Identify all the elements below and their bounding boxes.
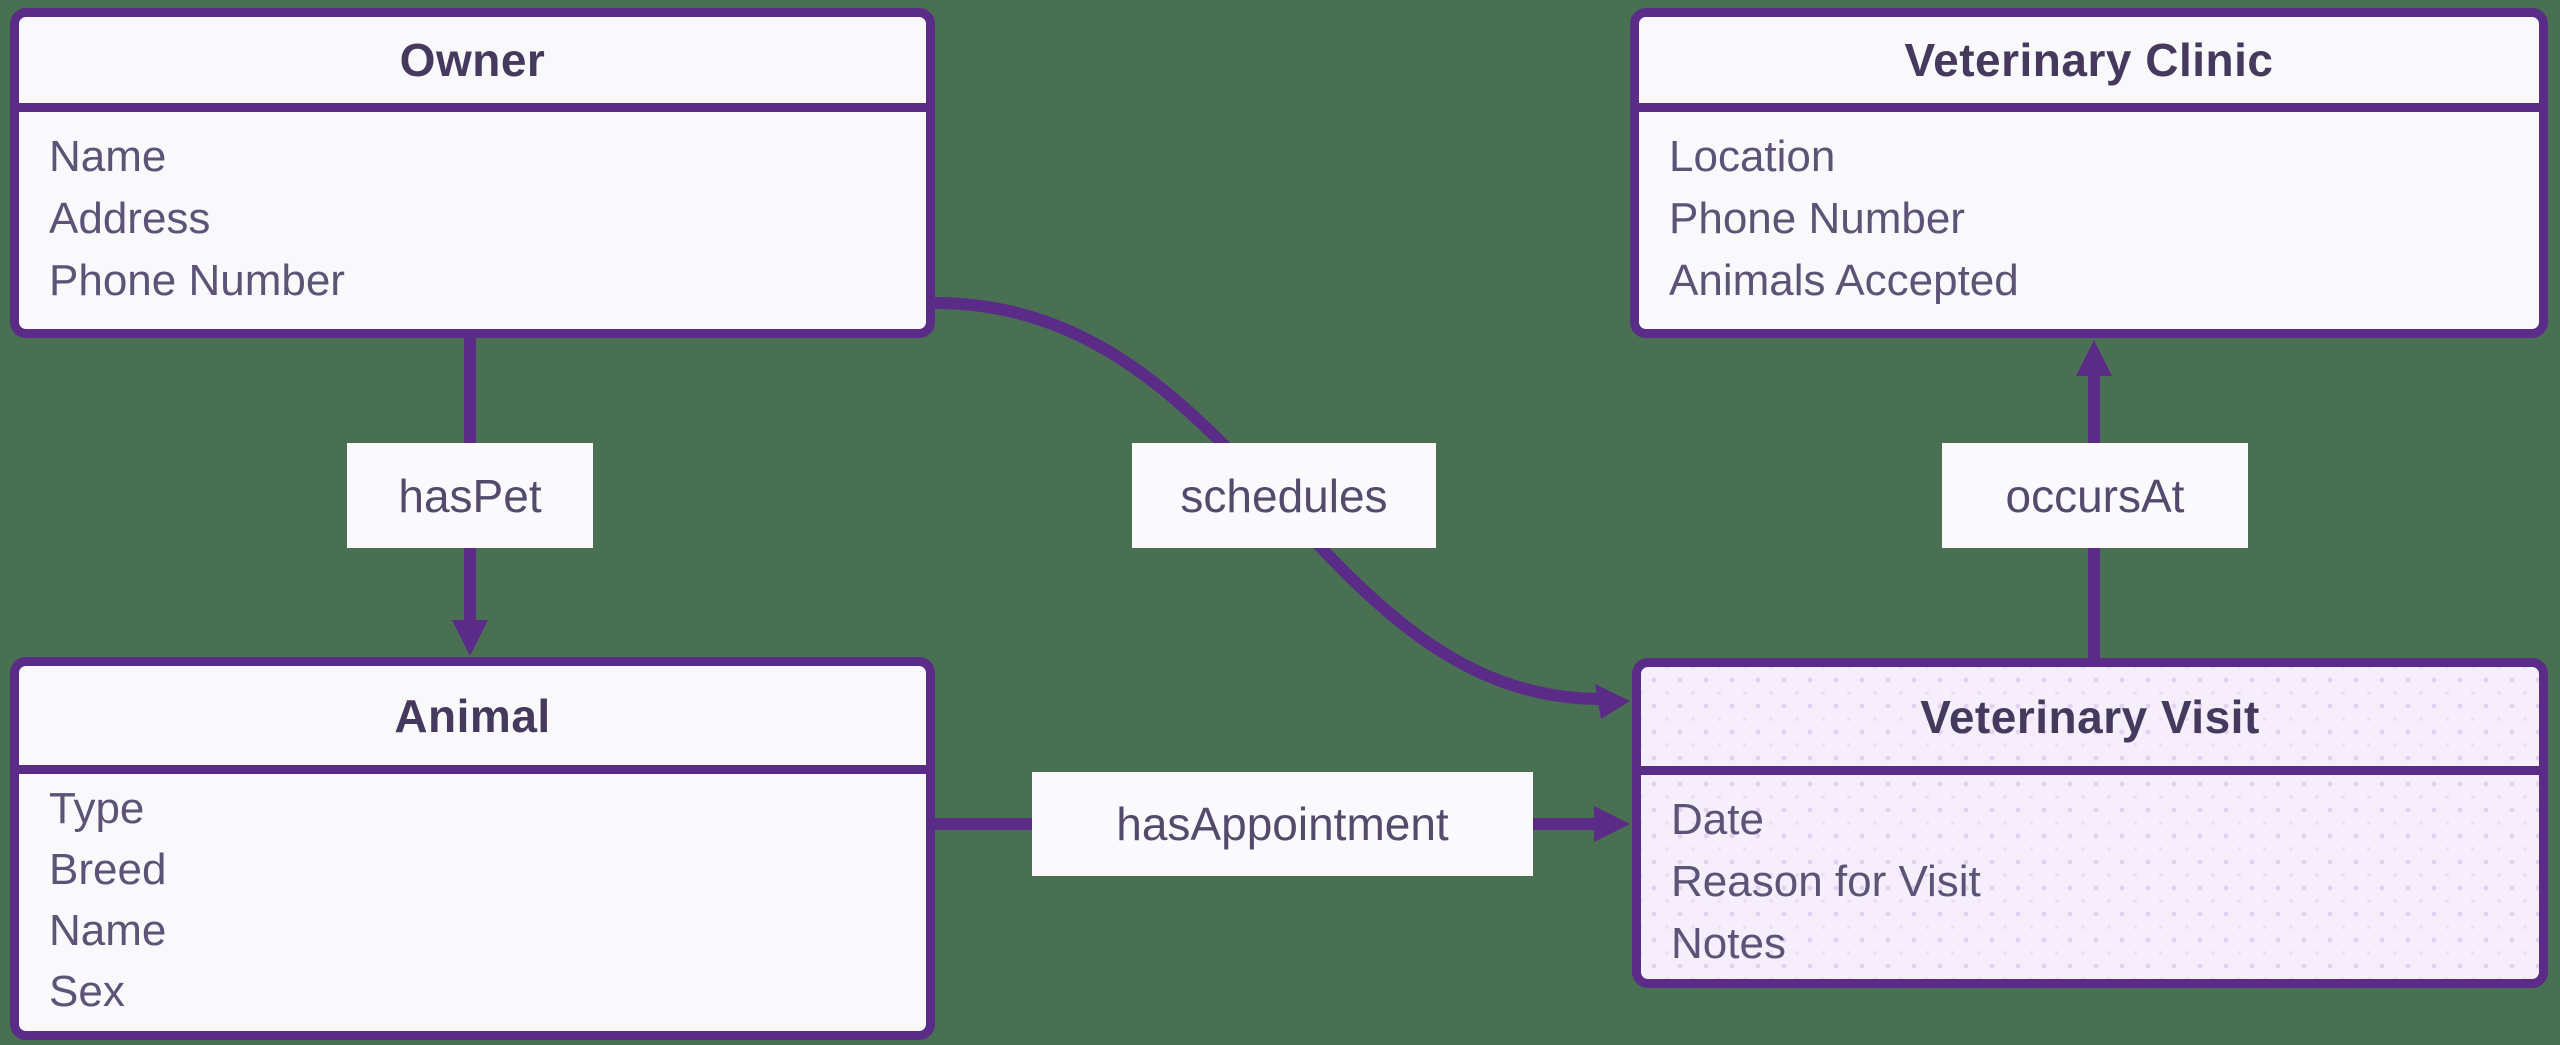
attribute: Date: [1671, 795, 1764, 844]
attribute: Name: [49, 906, 167, 955]
attribute: Animals Accepted: [1669, 256, 2019, 305]
entity-veterinary-clinic-title: Veterinary Clinic: [1639, 17, 2539, 112]
entity-owner-title: Owner: [19, 17, 926, 112]
entity-veterinary-visit: Veterinary Visit Date Reason for Visit N…: [1632, 658, 2548, 988]
entity-owner-attributes: Name Address Phone Number: [19, 112, 926, 312]
entity-veterinary-visit-title: Veterinary Visit: [1641, 667, 2539, 775]
edge-schedules-arrowhead: [1595, 684, 1630, 719]
attribute: Location: [1669, 132, 1836, 181]
attribute: Address: [49, 194, 211, 243]
entity-animal-attributes: Type Breed Name Sex: [19, 774, 926, 1022]
attribute: Phone Number: [1669, 194, 1965, 243]
relationship-label-schedules: schedules: [1132, 443, 1436, 548]
attribute: Breed: [49, 845, 167, 894]
attribute: Name: [49, 132, 167, 181]
attribute: Phone Number: [49, 256, 345, 305]
relationship-label-occursat: occursAt: [1942, 443, 2248, 548]
entity-veterinary-visit-attributes: Date Reason for Visit Notes: [1641, 775, 2539, 975]
entity-veterinary-clinic: Veterinary Clinic Location Phone Number …: [1630, 8, 2548, 338]
edge-occursat-arrowhead: [2076, 340, 2112, 376]
attribute: Notes: [1671, 919, 1786, 968]
entity-animal-title: Animal: [19, 666, 926, 774]
attribute: Type: [49, 784, 145, 833]
entity-owner: Owner Name Address Phone Number: [10, 8, 935, 338]
relationship-label-haspet: hasPet: [347, 443, 593, 548]
edge-hasappointment-arrowhead: [1594, 806, 1630, 842]
attribute: Reason for Visit: [1671, 857, 1981, 906]
entity-veterinary-clinic-attributes: Location Phone Number Animals Accepted: [1639, 112, 2539, 312]
entity-animal: Animal Type Breed Name Sex: [10, 657, 935, 1040]
edge-haspet-arrowhead: [452, 620, 488, 656]
relationship-label-hasappointment: hasAppointment: [1032, 772, 1533, 876]
attribute: Sex: [49, 967, 125, 1016]
